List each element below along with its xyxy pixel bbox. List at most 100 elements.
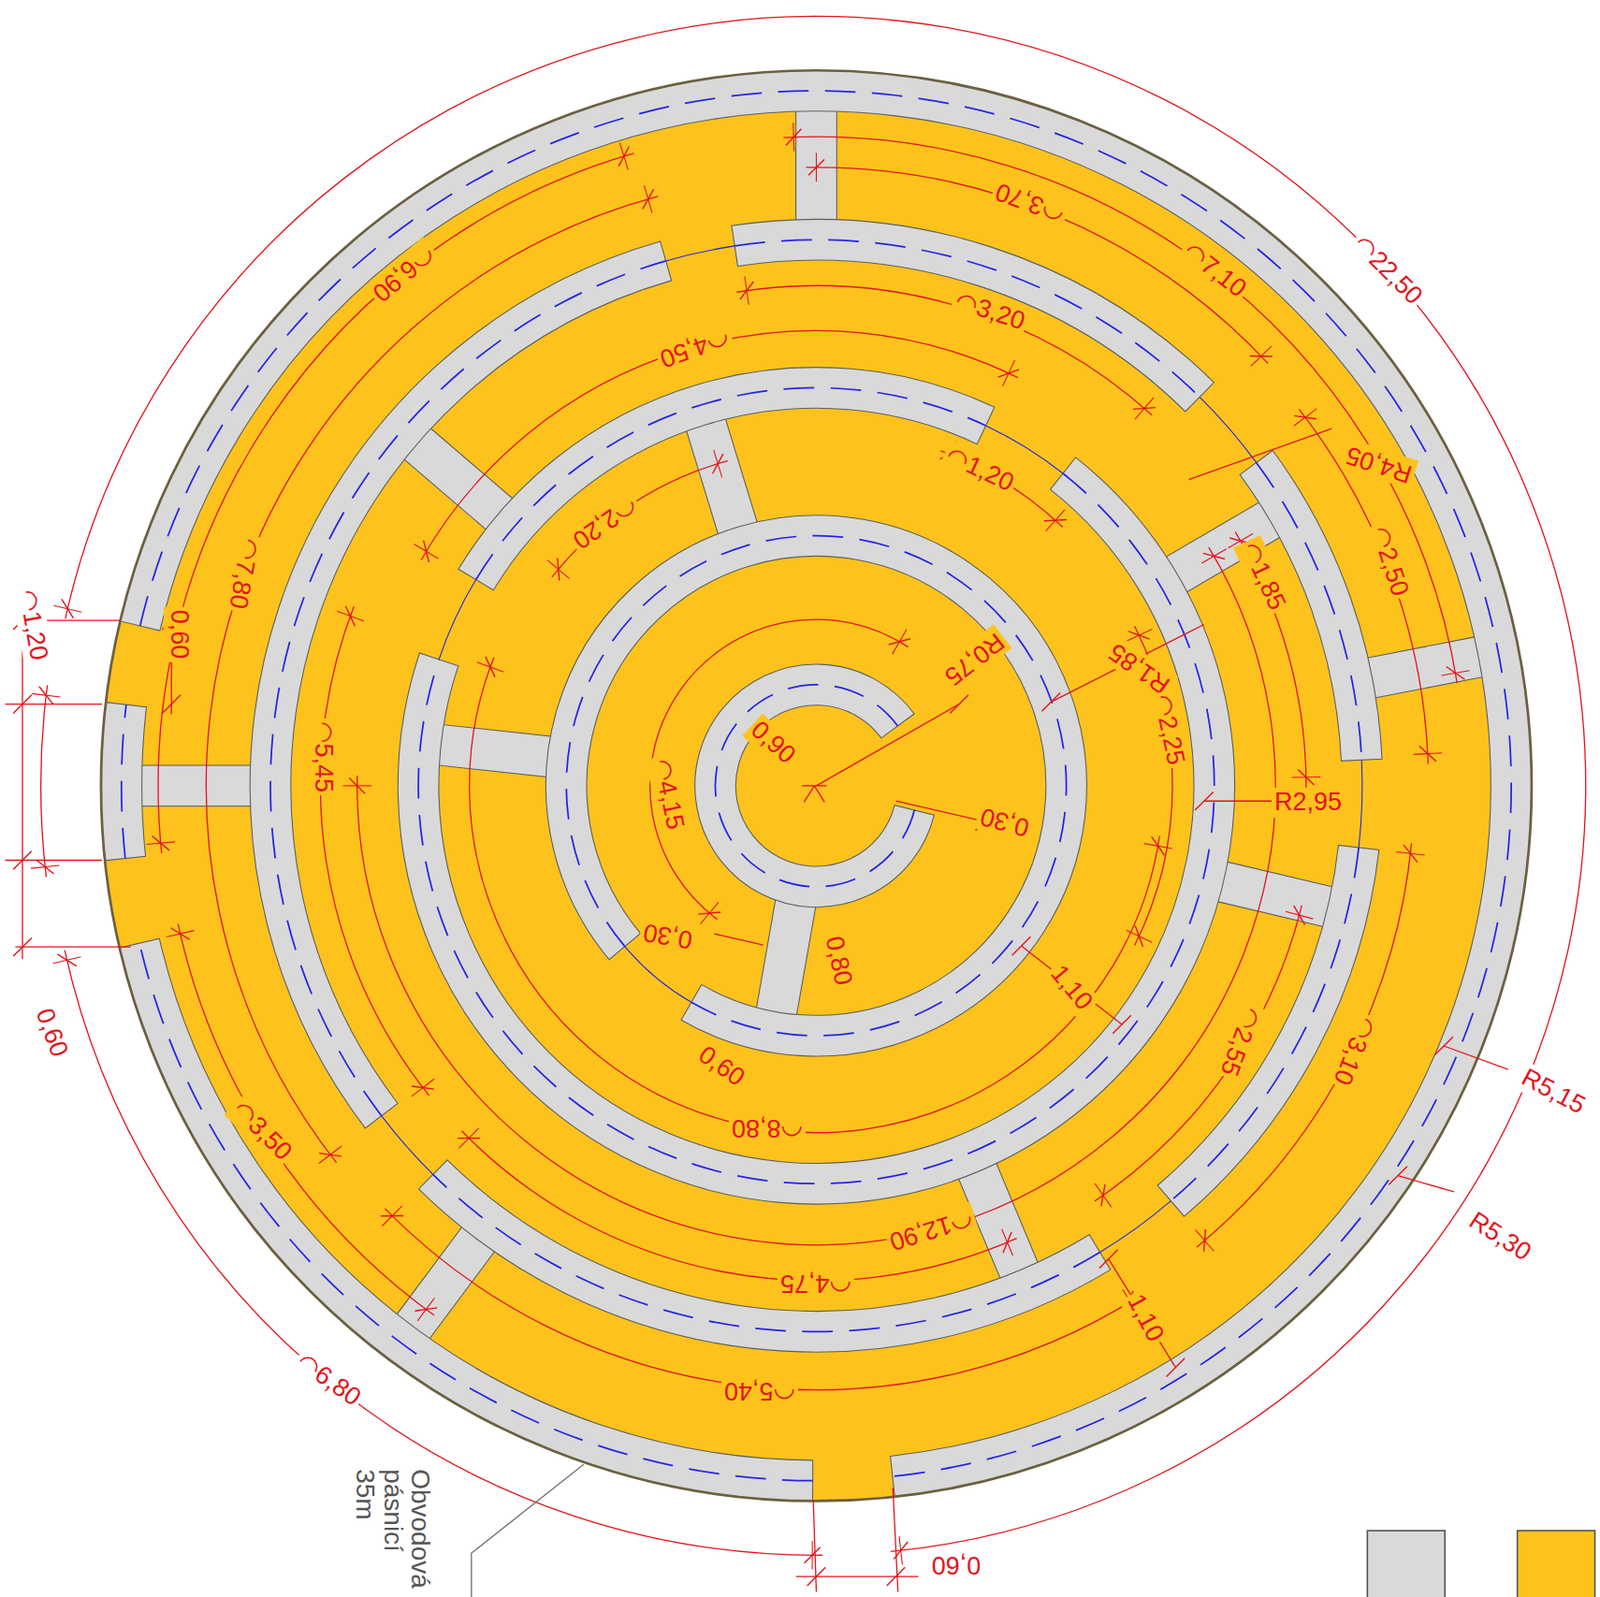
- wall-centerline: [1170, 847, 1359, 1202]
- extension-line: [1002, 1229, 1014, 1256]
- callout-leader: [471, 1464, 584, 1597]
- dimension-tick: [1099, 1250, 1119, 1269]
- dimension-label: ◠22,50: [1345, 227, 1431, 313]
- dimension-label: ◠7,80: [221, 533, 264, 614]
- spoke-wall: [138, 765, 253, 807]
- dimension-line: [713, 933, 763, 946]
- dimension-line: [21, 607, 23, 960]
- dimension-tick: [1388, 1166, 1408, 1186]
- extension-line: [413, 543, 438, 559]
- dimension-arc: [650, 619, 909, 920]
- wall-centerline: [270, 261, 667, 1117]
- dimension-arc: [357, 547, 1277, 1246]
- dimension-label: 1,10: [1042, 957, 1101, 1019]
- extension-line: [146, 842, 175, 845]
- extension-line: [342, 785, 372, 786]
- ring-wall: [458, 367, 995, 591]
- extension-line: [812, 1541, 814, 1571]
- gap-centerline: [1100, 1201, 1172, 1253]
- extension-line: [1294, 408, 1317, 426]
- spoke-wall: [756, 899, 816, 1019]
- extension-line: [547, 560, 569, 580]
- legend-swatch: [1367, 1530, 1445, 1597]
- dimension-label: 0,60: [929, 1549, 985, 1580]
- dimension-label: ◠12,90: [883, 1202, 979, 1258]
- extension-line: [1396, 851, 1425, 855]
- dimension-label: ◠2,25: [1146, 688, 1192, 771]
- extension-line: [1195, 1229, 1215, 1251]
- dimension-label: R0,75: [936, 624, 1013, 693]
- dimension-line: [1443, 1046, 1509, 1070]
- dimension-label: ◠3,10: [1325, 1009, 1382, 1092]
- extension-line: [1413, 753, 1442, 756]
- dimension-tick: [1434, 1036, 1454, 1056]
- dimension-tick: [1112, 1015, 1132, 1034]
- extension-line: [53, 957, 82, 964]
- extension-line: [336, 610, 364, 621]
- ring-wall: [397, 457, 1235, 1205]
- spoke-wall: [685, 415, 758, 537]
- ring-wall: [249, 241, 671, 1129]
- extension-line: [417, 1297, 435, 1321]
- ring-wall: [545, 515, 1087, 1057]
- center-mark: [803, 785, 815, 802]
- spoke-wall: [796, 108, 838, 223]
- dimension-label: 0,80: [818, 931, 859, 992]
- wall-centerline: [418, 473, 1215, 1184]
- ring-wall: [101, 702, 147, 861]
- extension-line: [166, 930, 195, 938]
- wall-centerline: [734, 239, 1200, 397]
- extension-line: [699, 901, 719, 924]
- dimension-label: ◠7,10: [1175, 234, 1254, 306]
- extension-line: [1292, 776, 1322, 779]
- floor-disc: [101, 70, 1532, 1501]
- dimension-line: [4, 859, 102, 861]
- dimension-label: ◠2,20: [564, 488, 644, 557]
- extension-line: [1003, 360, 1016, 387]
- dimension-tick: [161, 695, 181, 714]
- gap-centerline: [625, 946, 692, 1004]
- extension-line: [1144, 843, 1173, 849]
- dimension-label: ◠1,20: [11, 583, 54, 665]
- dimension-line: [1050, 625, 1205, 703]
- legend-swatch: [1517, 1530, 1596, 1597]
- dimension-line: [1397, 1176, 1455, 1193]
- dimension-label: R2,95: [1271, 788, 1345, 819]
- extension-line: [1285, 911, 1313, 919]
- dimension-label: 0,60: [690, 1038, 753, 1095]
- dimension-tick: [949, 695, 969, 714]
- dimension-line: [1204, 800, 1279, 802]
- wall-centerline: [140, 90, 1512, 1477]
- dimension-line: [4, 703, 102, 705]
- dimension-label: ◠2,50: [1364, 520, 1417, 603]
- dimension-arc: [1196, 843, 1411, 1248]
- extension-line: [619, 142, 628, 170]
- dimension-arc: [1298, 408, 1428, 764]
- gap-centerline: [438, 580, 477, 660]
- dimension-arc: [552, 461, 728, 578]
- extension-line: [31, 693, 60, 698]
- dimension-tick: [1166, 1358, 1186, 1378]
- dimension-label: ◠3,20: [948, 285, 1032, 338]
- dimension-arc: [1094, 905, 1302, 1202]
- outer-border: [101, 70, 1532, 1501]
- gap-centerline: [1358, 759, 1363, 848]
- extension-line: [1126, 629, 1153, 642]
- extension-line: [1126, 930, 1153, 943]
- dimension-label: ◠6,90: [363, 237, 442, 310]
- dimension-tick: [13, 937, 32, 957]
- extension-line: [381, 1206, 402, 1227]
- gap-centerline: [381, 1116, 434, 1176]
- dimension-arc: [421, 330, 1019, 560]
- dimension-label: R5,15: [1513, 1061, 1593, 1123]
- extension-line: [643, 185, 652, 213]
- extension-line: [458, 1128, 479, 1150]
- dimension-label: 0,90: [741, 713, 803, 773]
- dimension-line: [1108, 1259, 1177, 1368]
- extension-line: [892, 629, 907, 655]
- extension-line: [1201, 549, 1226, 564]
- dimension-line: [41, 620, 121, 622]
- spoke-wall: [1365, 636, 1485, 699]
- dimension-label: ◠1,85: [1233, 535, 1293, 618]
- extension-line: [30, 865, 59, 869]
